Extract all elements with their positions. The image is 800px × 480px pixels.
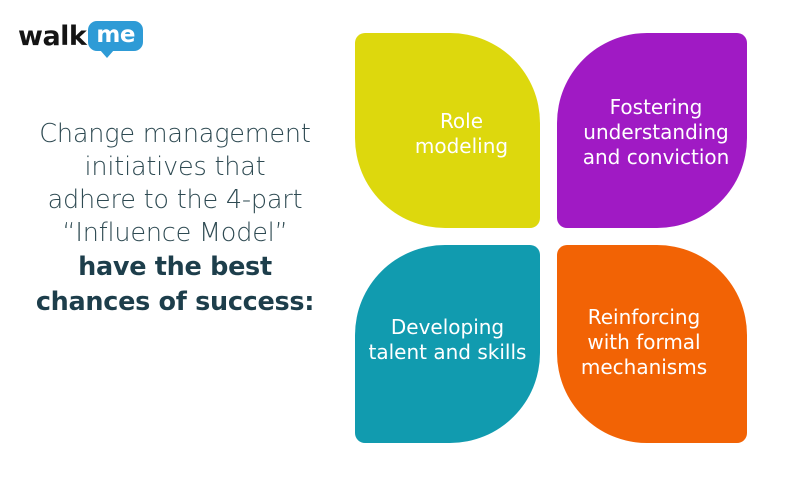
headline-line-3: adhere to the 4-part (47, 185, 303, 215)
petal-line-2: with formal (587, 329, 701, 354)
petal-line-3: and conviction (582, 145, 730, 169)
petal-line-1: Developing (390, 315, 505, 339)
headline-line-5: have the best (78, 252, 272, 282)
headline-line-1: Change management (39, 119, 311, 149)
logo-text-walk: walk (18, 20, 87, 52)
petal-label-developing-talent: Developing talent and skills (363, 315, 533, 365)
petal-line-1: Fostering (609, 95, 703, 119)
petal-line-1: Reinforcing (587, 304, 701, 329)
headline-line-2: initiatives that (84, 152, 266, 182)
logo-speech-bubble-icon: me (88, 21, 143, 58)
petal-fostering-understanding: Fostering understanding and conviction (557, 33, 747, 228)
headline-line-6: chances of success: (35, 287, 315, 317)
influence-model-diagram: Role modeling Fostering understanding an… (355, 33, 747, 443)
walkme-logo: walk me (18, 14, 158, 58)
petal-line-2: talent and skills (368, 340, 527, 364)
headline-line-4: “Influence Model” (62, 218, 288, 248)
logo-text-me: me (96, 22, 135, 48)
headline-block: Change management initiatives that adher… (10, 118, 340, 320)
petal-developing-talent: Developing talent and skills (355, 245, 540, 443)
petal-label-reinforcing-formal-mechanisms: Reinforcing with formal mechanisms (575, 305, 713, 380)
petal-label-role-modeling: Role modeling (409, 109, 514, 159)
petal-line-2: modeling (414, 133, 509, 158)
petal-line-3: mechanisms (580, 354, 708, 379)
petal-reinforcing-formal-mechanisms: Reinforcing with formal mechanisms (557, 245, 747, 443)
petal-label-fostering-understanding: Fostering understanding and conviction (577, 95, 736, 170)
petal-role-modeling: Role modeling (355, 33, 540, 228)
petal-line-2: understanding (583, 120, 729, 144)
petal-line-1: Role (439, 108, 484, 133)
